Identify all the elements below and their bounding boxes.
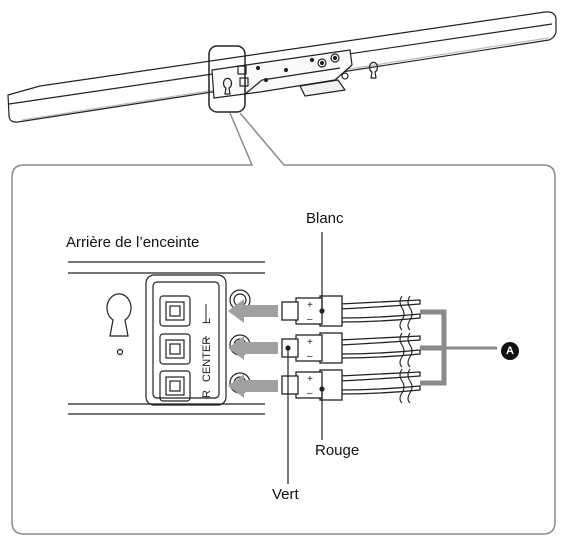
- red-wire-label: Rouge: [315, 442, 360, 459]
- callout-a-badge: A: [501, 342, 519, 360]
- connector-top: + –: [281, 295, 421, 327]
- svg-text:–: –: [307, 314, 313, 325]
- svg-text:+: +: [307, 374, 313, 385]
- cable-break-marks: [399, 295, 413, 404]
- soundbar-illustration: [7, 11, 557, 123]
- jack-r: [159, 370, 191, 402]
- jack-label-l: L: [201, 318, 213, 324]
- jack-center: [159, 333, 191, 365]
- leader-lines: [285, 232, 325, 484]
- arrow-mid: [228, 336, 278, 360]
- white-wire-label: Blanc: [306, 210, 344, 227]
- callout-frame: [11, 112, 556, 535]
- group-bracket: [420, 309, 497, 386]
- connector-bottom: + –: [281, 369, 421, 401]
- svg-text:+: +: [307, 300, 313, 311]
- jack-label-r: R: [201, 390, 213, 398]
- arrow-bot: [228, 374, 278, 398]
- arrow-top: [228, 299, 278, 323]
- svg-text:–: –: [307, 351, 313, 362]
- svg-text:–: –: [307, 388, 313, 399]
- svg-text:+: +: [307, 337, 313, 348]
- jack-label-center: CENTER: [201, 337, 213, 382]
- green-wire-label: Vert: [272, 486, 299, 503]
- connector-middle: + –: [281, 332, 421, 364]
- cable-connectors: + – + – + –: [281, 295, 421, 401]
- insert-arrows: [228, 299, 278, 398]
- speaker-rear-label: Arrière de l’enceinte: [66, 234, 200, 251]
- jack-l: [159, 295, 191, 327]
